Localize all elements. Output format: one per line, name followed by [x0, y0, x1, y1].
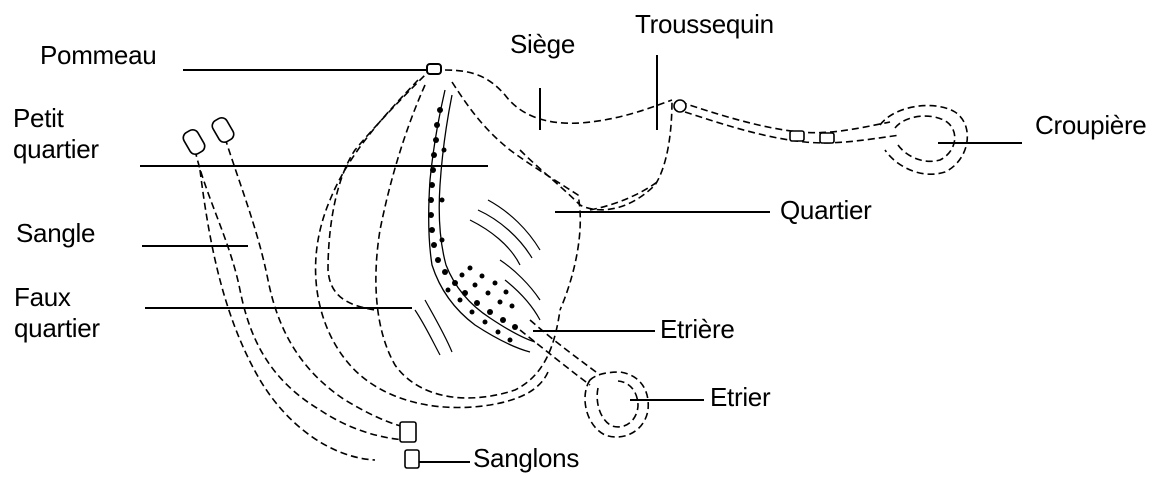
stirrup-inner: [597, 381, 638, 427]
label-petit-quartier: Petit quartier: [13, 103, 99, 164]
pommel-knob: [427, 64, 441, 74]
girth-strap-lower: [200, 170, 375, 460]
label-faux-quartier-line: quartier: [14, 313, 100, 344]
label-sanglons: Sanglons: [473, 443, 579, 474]
crupper-strap-top: [680, 102, 890, 133]
crupper-ring: [674, 100, 686, 112]
label-sangle: Sangle: [16, 218, 95, 249]
label-faux: Faux: [14, 282, 100, 313]
pommel-front-outline: [328, 68, 432, 310]
label-petit: Petit: [13, 103, 99, 134]
crupper-buckle-2: [820, 133, 834, 143]
label-faux-quartier: Faux quartier: [14, 282, 100, 343]
girth-strap-outer: [195, 150, 405, 440]
label-quartier: Quartier: [780, 195, 872, 226]
buckle-1: [400, 422, 416, 442]
crupper-buckle-1: [790, 131, 804, 141]
seat-outline: [445, 70, 672, 123]
flap-outline: [376, 85, 560, 398]
quartier-outline: [520, 100, 672, 210]
crupper-loop: [880, 106, 967, 175]
panel-outline: [452, 82, 580, 310]
crupper-loop-inner: [895, 116, 955, 161]
sangle-tip-2: [210, 116, 236, 145]
label-etrier: Etrier: [710, 382, 770, 413]
label-pommeau: Pommeau: [40, 40, 156, 71]
panel-stitching: [429, 90, 530, 352]
label-troussequin: Troussequin: [635, 9, 774, 40]
girth-strap-inner: [225, 138, 410, 428]
label-siege: Siège: [510, 29, 575, 60]
padding-pattern: [428, 107, 518, 343]
buckle-2: [405, 450, 419, 468]
label-etriere: Etrière: [660, 314, 734, 345]
label-quartier-line: quartier: [13, 134, 99, 165]
sangle-tip-1: [181, 128, 207, 157]
label-croupiere: Croupière: [1035, 110, 1146, 141]
